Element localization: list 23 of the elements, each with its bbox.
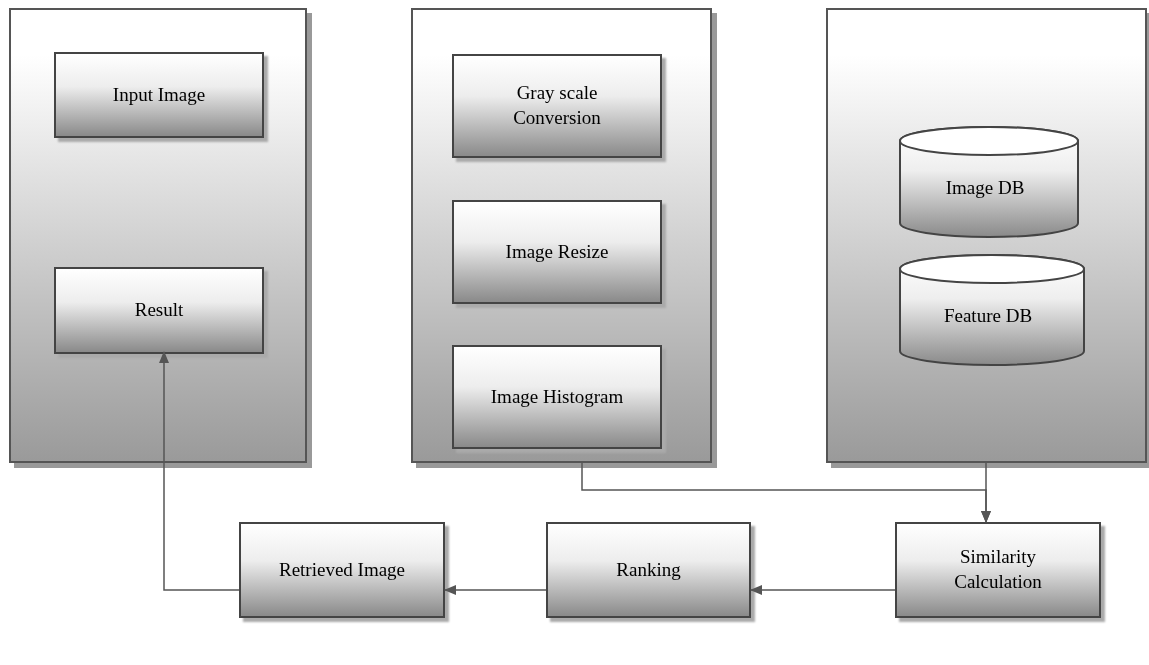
node-label: Retrieved Image [278,557,406,582]
node-label: Image Resize [505,239,609,264]
node-label: Image Histogram [490,384,624,409]
process-box [239,522,445,618]
node-label: Image DB [945,175,1025,200]
node-label: Similarity Calculation [953,545,1043,594]
node-label: Ranking [616,557,681,582]
node-label: Input Image [112,82,206,107]
process-box [452,345,662,449]
node-label: Gray scale Conversion [512,81,602,130]
process-box [452,200,662,304]
arrow [750,585,896,595]
process-box [452,54,662,158]
database-cylinder [899,127,1079,237]
process-box [895,522,1101,618]
arrow [981,462,991,523]
process-box [546,522,751,618]
node-label: Feature DB [943,303,1033,328]
database-cylinder [899,255,1085,365]
process-box [54,267,264,354]
process-box [54,52,264,138]
node-label: Result [134,298,184,323]
arrow [444,585,547,595]
